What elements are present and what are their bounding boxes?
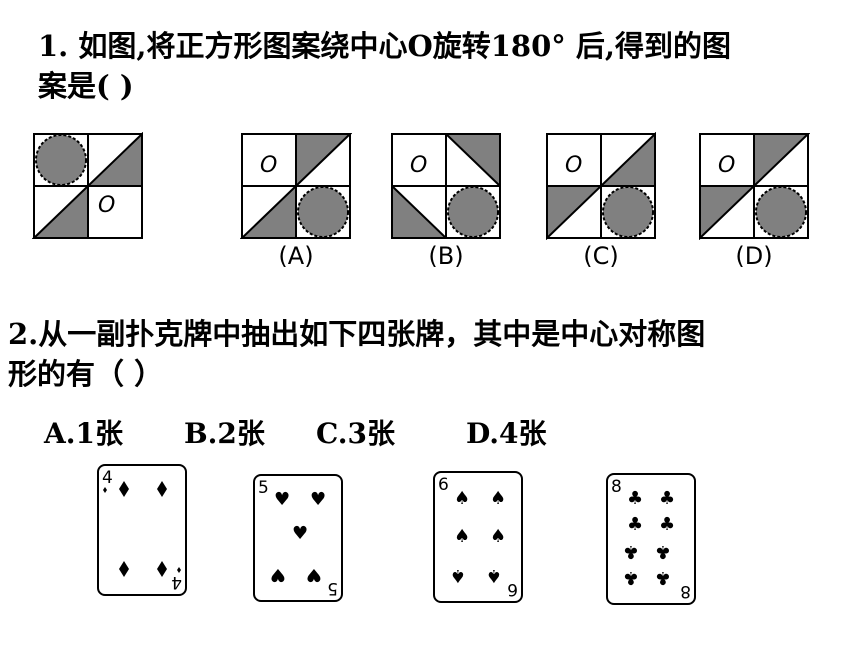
- choice-d[interactable]: D.4张: [466, 417, 547, 450]
- option-b-figure: O: [391, 133, 501, 239]
- svg-text:♠: ♠: [450, 565, 466, 586]
- svg-text:♠: ♠: [490, 488, 506, 509]
- choice-b[interactable]: B.2张: [184, 417, 265, 450]
- svg-text:♥: ♥: [270, 564, 286, 585]
- svg-text:♠: ♠: [490, 526, 506, 547]
- option-c-figure: O: [546, 132, 656, 240]
- svg-text:♣: ♣: [655, 567, 671, 588]
- card-rank-top: 5: [258, 478, 269, 498]
- card-rank-top: 8: [611, 477, 622, 497]
- svg-text:♣: ♣: [623, 567, 639, 588]
- svg-text:♣: ♣: [655, 541, 671, 562]
- svg-text:♠: ♠: [454, 526, 470, 547]
- original-square-figure: O: [32, 132, 143, 239]
- playing-card-4-diamonds: 4 4: [97, 464, 187, 596]
- club-icon: ♣ ♣ ♣ ♣ ♣ ♣ ♣ ♣: [623, 488, 675, 588]
- playing-card-6-spades: 6 ♠ ♠ ♠ ♠ ♠ ♠ 6: [433, 471, 523, 603]
- card-rank-bottom: 4: [171, 572, 182, 592]
- svg-text:♥: ♥: [306, 564, 322, 585]
- question-1-line-1: 1. 如图,将正方形图案绕中心O旋转180° 后,得到的图: [38, 29, 731, 63]
- card-rank-bottom: 8: [680, 581, 691, 601]
- option-d-figure: O: [699, 133, 810, 240]
- center-o-label: O: [565, 153, 582, 178]
- center-o-label: O: [718, 153, 735, 178]
- card-rank-bottom: 6: [507, 579, 518, 599]
- center-o-label: O: [410, 153, 427, 178]
- playing-card-8-clubs: 8 ♣ ♣ ♣ ♣ ♣ ♣ ♣ ♣ 8: [606, 473, 696, 605]
- svg-text:♥: ♥: [292, 523, 308, 544]
- playing-card-5-hearts: 5 ♥ ♥ ♥ ♥ ♥ 5: [253, 474, 343, 602]
- svg-text:♣: ♣: [623, 541, 639, 562]
- choice-c[interactable]: C.3张: [316, 417, 396, 450]
- option-a-label: (A): [278, 242, 314, 270]
- svg-text:♠: ♠: [454, 488, 470, 509]
- card-rank-bottom: 5: [327, 578, 338, 598]
- question-1-line-2: 案是( ): [38, 69, 134, 103]
- spade-icon: ♠ ♠ ♠ ♠ ♠ ♠: [450, 488, 506, 586]
- diamond-icon: [103, 481, 181, 577]
- question-2-line-1: 2.从一副扑克牌中抽出如下四张牌，其中是中心对称图: [8, 317, 706, 351]
- card-rank-top: 4: [102, 468, 113, 488]
- question-2-line-2: 形的有（ ）: [8, 357, 164, 391]
- svg-text:♣: ♣: [659, 488, 675, 509]
- svg-text:♥: ♥: [274, 489, 290, 510]
- svg-text:♣: ♣: [627, 488, 643, 509]
- option-a-figure: O: [240, 133, 352, 239]
- option-b-label: (B): [428, 242, 464, 270]
- svg-text:♠: ♠: [486, 565, 502, 586]
- card-rank-top: 6: [438, 475, 449, 495]
- choice-a[interactable]: A.1张: [44, 417, 123, 450]
- heart-icon: ♥ ♥ ♥ ♥ ♥: [270, 489, 326, 585]
- svg-text:♣: ♣: [659, 514, 675, 535]
- option-c-label: (C): [583, 242, 619, 270]
- svg-text:♥: ♥: [310, 489, 326, 510]
- center-o-label: O: [260, 153, 277, 178]
- option-d-label: (D): [735, 242, 773, 270]
- svg-text:♣: ♣: [627, 514, 643, 535]
- center-o-label: O: [98, 193, 115, 218]
